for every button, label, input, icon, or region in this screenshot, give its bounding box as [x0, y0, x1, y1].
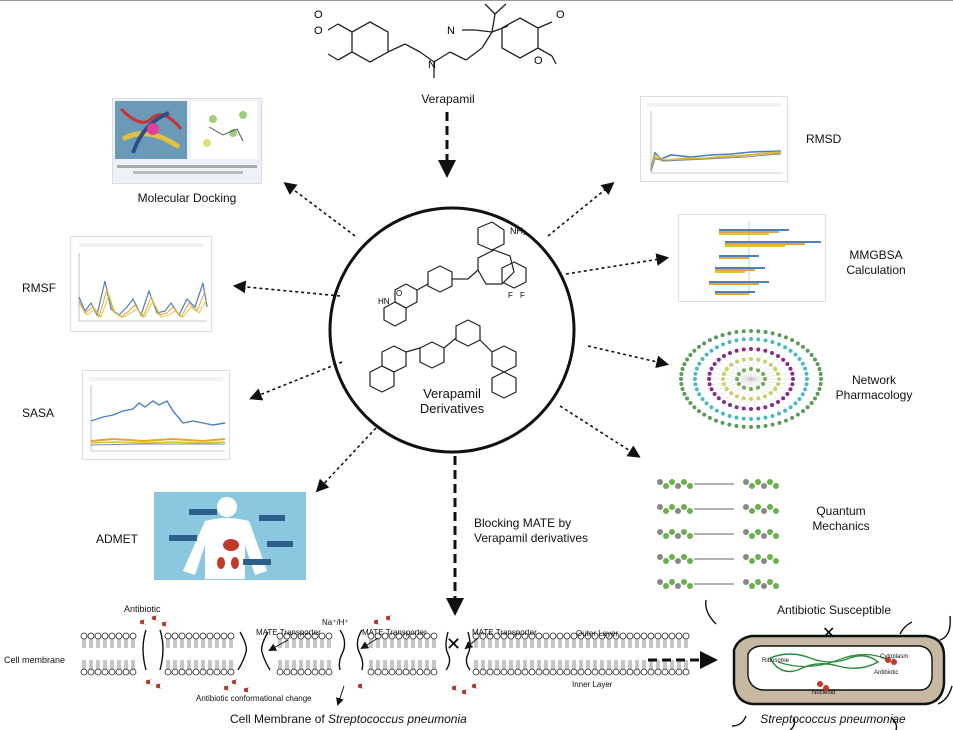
label-rmsd: RMSD: [806, 132, 842, 146]
label-sasa: SASA: [22, 406, 55, 420]
label-antibiotic: Antibiotic: [124, 604, 161, 614]
n-label: N: [447, 25, 455, 37]
arrow-to-docking: [283, 182, 356, 237]
label-quantum-line1: Quantum: [816, 504, 866, 518]
label-cytoplasm: Cytoplasm: [880, 654, 909, 660]
network-graph-thumbnail: [679, 329, 823, 429]
mate-transporter-3: [445, 631, 471, 671]
label-quantum-line2: Mechanics: [812, 519, 870, 533]
label-network: Network Pharmacology: [834, 373, 914, 403]
nh2-label: NH₂: [510, 226, 527, 236]
o-label: O: [314, 9, 323, 21]
blocked-channel-icon: ✕: [822, 623, 835, 642]
membrane-caption: Cell Membrane of Streptococcus pneumonia: [230, 712, 490, 727]
mate-transporter-1: [237, 631, 271, 671]
arrow-to-rmsd: [547, 181, 615, 237]
label-center: Verapamil Derivatives: [402, 386, 502, 416]
network-panel: [676, 326, 826, 432]
arrow-to-sasa: [249, 361, 343, 401]
mmgbsa-chart-thumbnail: [709, 221, 821, 295]
admet-panel: [154, 492, 306, 580]
label-na-h: Na⁺/H⁺: [322, 618, 349, 627]
label-antibiotic-susceptible: Antibiotic Susceptible: [776, 603, 892, 617]
sasa-chart-thumbnail: [89, 377, 226, 452]
o-label: O: [534, 55, 543, 67]
atom-label: HN: [378, 297, 390, 306]
label-outer-layer: Outer Layer: [576, 629, 619, 638]
transporters: [142, 629, 471, 671]
label-inner-layer: Inner Layer: [572, 680, 613, 689]
label-mate-transporter-3: MATE Transporter: [472, 628, 537, 637]
label-conformational-change: Antibiotic conformational change: [196, 694, 312, 703]
label-network-line2: Pharmacology: [835, 388, 913, 402]
rmsd-chart-thumbnail: [647, 103, 783, 174]
pointer-mate-2: [360, 637, 379, 650]
label-center-line2: Derivatives: [419, 401, 485, 416]
label-center-line1: Verapamil: [423, 386, 481, 401]
pointer-mate-1: [268, 639, 289, 651]
cell-membrane-bilayer: [78, 640, 688, 642]
label-blocking-line1: Blocking MATE by: [474, 516, 572, 530]
derivative-structure-2: [369, 319, 517, 399]
label-molecular-docking: Molecular Docking: [137, 191, 237, 205]
verapamil-structure: [327, 3, 557, 78]
nucleoid-dna: [769, 653, 880, 673]
arrow-to-mmgbsa: [565, 253, 670, 275]
rmsf-panel: [70, 236, 212, 332]
label-mate-transporter-2: MATE Transporter: [362, 628, 427, 637]
label-nucleoid: Nucleoid: [812, 690, 836, 696]
admet-body-thumbnail: [169, 497, 293, 579]
rmsd-panel: [640, 96, 788, 182]
sasa-panel: [82, 370, 230, 460]
label-network-line1: Network: [851, 373, 896, 387]
label-mate-transporter-1: MATE Transporter: [256, 628, 321, 637]
label-blocking-line2: Verapamil derivatives: [474, 531, 589, 545]
arrow-to-rmsf: [232, 280, 341, 297]
label-verapamil: Verapamil: [421, 92, 475, 106]
quantum-orbitals-thumbnail: [657, 479, 779, 589]
arrow-to-quantum: [559, 405, 641, 458]
o-label: O: [556, 9, 565, 21]
label-bacterium-antibiotic: Antibiotic: [874, 670, 899, 676]
label-cell-membrane: Cell membrane: [4, 655, 66, 665]
label-admet: ADMET: [96, 532, 138, 546]
n-label: N: [428, 59, 436, 71]
membrane-caption-prefix: Cell Membrane of: [230, 712, 329, 726]
block-cross-icon: ✕: [446, 634, 461, 654]
rmsf-chart-thumbnail: [78, 243, 208, 322]
mmgbsa-panel: [678, 214, 826, 302]
antibiotic-transporter: [142, 629, 164, 671]
docking-panel: [112, 98, 262, 184]
bacterium-caption: Streptococcus pneumoniae: [760, 712, 906, 726]
pointer-mate-3: [464, 637, 479, 650]
membrane-caption-species: Streptococcus pneumonia: [328, 712, 467, 726]
arrow-to-network: [587, 345, 670, 369]
label-ribosome: Ribosome: [762, 658, 790, 664]
atom-label: F: [520, 291, 525, 300]
pointer-efflux: [336, 685, 345, 706]
bacterium-cell: ✕: [705, 599, 953, 730]
o-label: O: [314, 25, 323, 37]
docking-thumbnail: [115, 101, 257, 174]
derivative-structure-1: [383, 221, 527, 327]
atom-label: O: [396, 289, 402, 298]
antibiotic-molecules: [139, 615, 481, 695]
label-blocking: Blocking MATE by Verapamil derivatives: [474, 516, 624, 546]
label-rmsf: RMSF: [22, 281, 56, 295]
label-mmgbsa-line1: MMGBSA: [849, 248, 903, 262]
arrow-to-admet: [315, 427, 377, 493]
label-quantum: Quantum Mechanics: [806, 504, 876, 534]
lipid-heads: [80, 632, 690, 676]
atom-label: F: [508, 291, 513, 300]
quantum-panel: [642, 460, 794, 600]
mate-transporter-2: [338, 629, 364, 671]
label-mmgbsa: MMGBSA Calculation: [836, 248, 916, 278]
label-mmgbsa-line2: Calculation: [846, 263, 906, 277]
